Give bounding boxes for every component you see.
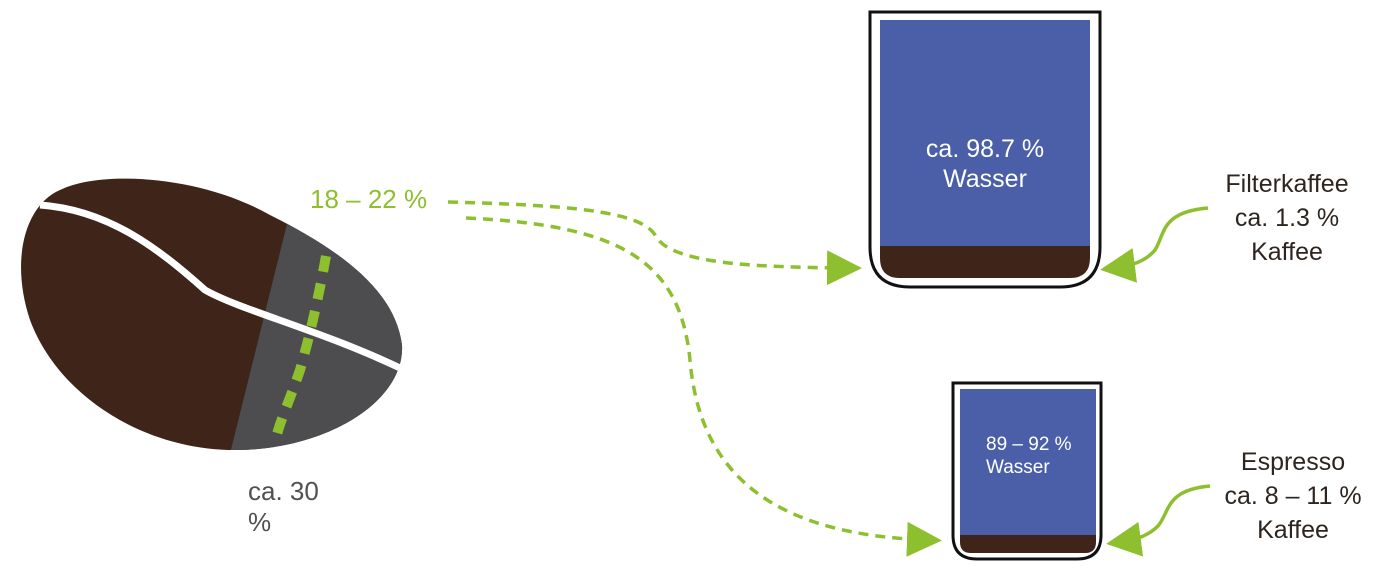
filter-water-label: ca. 98.7 % Wasser: [880, 134, 1090, 194]
espresso-coffee-label: Espresso ca. 8 – 11 % Kaffee: [1198, 445, 1384, 547]
espresso-coffee-word: Kaffee: [1257, 516, 1329, 544]
espresso-cup: [951, 381, 1103, 561]
filter-cup: [868, 10, 1102, 289]
espresso-water-word: Wasser: [986, 456, 1050, 478]
espresso-water-label: 89 – 92 % Wasser: [986, 434, 1072, 480]
filter-coffee-share: ca. 1.3 %: [1234, 204, 1340, 232]
dashed-arrow-espresso: [465, 216, 942, 557]
filter-water-word: Wasser: [943, 165, 1027, 193]
filter-coffee: [880, 246, 1090, 278]
espresso-water-percent: 89 – 92 %: [986, 434, 1072, 455]
oil-percentage-label: 18 – 22 %: [310, 184, 428, 214]
espresso-water: [960, 389, 1096, 535]
arrow-filter-label: [1100, 206, 1209, 283]
filter-coffee-label: Filterkaffee ca. 1.3 % Kaffee: [1197, 167, 1377, 269]
espresso-coffee: [960, 535, 1096, 553]
filter-coffee-word: Kaffee: [1251, 238, 1323, 266]
filter-water-percent: ca. 98.7 %: [925, 135, 1045, 163]
soluble-line-2: %: [248, 507, 272, 538]
bean-crease: [39, 201, 402, 372]
espresso-coffee-share: ca. 8 – 11 %: [1224, 482, 1362, 510]
soluble-percentage-label: ca. 30 %: [248, 476, 319, 538]
soluble-line-1: ca. 30: [248, 476, 319, 506]
espresso-name: Espresso: [1240, 448, 1346, 476]
bean-dashed-boundary: [270, 255, 331, 444]
filter-name: Filterkaffee: [1225, 170, 1349, 198]
filter-water: [880, 20, 1090, 246]
arrow-espresso-label: [1106, 484, 1211, 557]
dashed-arrow-filter: [447, 200, 862, 286]
